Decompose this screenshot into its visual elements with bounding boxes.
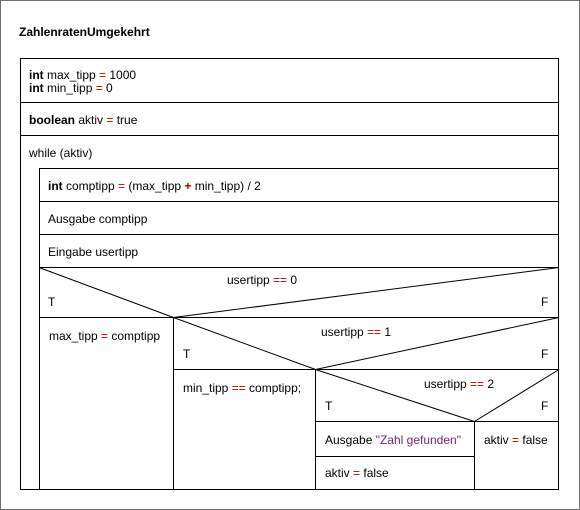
if2-true-assign: min_tipp == comptipp;: [183, 381, 301, 395]
if3-true-label: T: [325, 399, 333, 413]
if2-diag-right: [315, 317, 560, 370]
if1-true-assign: max_tipp = comptipp: [49, 329, 160, 343]
decl-aktiv: boolean aktiv = true: [29, 113, 138, 127]
if1-diag-left: [38, 267, 174, 318]
if3-false-assign: aktiv = false: [484, 433, 548, 447]
loop-body-box: [39, 168, 559, 490]
if3-diag-right: [474, 369, 560, 422]
decl-max-tipp: int max_tipp = 1000: [29, 68, 136, 82]
if3-true-output: Ausgabe "Zahl gefunden": [325, 433, 461, 447]
if3-condition: usertipp == 2: [424, 377, 494, 391]
if3-false-label: F: [541, 399, 548, 413]
if2-false-label: F: [541, 347, 548, 361]
while-loop-header: while (aktiv): [28, 146, 92, 160]
if2-condition: usertipp == 1: [321, 325, 391, 339]
if1-diag-right: [173, 267, 560, 318]
if2-true-label: T: [183, 347, 191, 361]
if3-true-assign: aktiv = false: [325, 466, 389, 480]
if1-false-label: F: [541, 295, 548, 309]
if1-true-label: T: [48, 295, 56, 309]
stmt-calc-comptipp: int comptipp = (max_tipp + min_tipp) / 2: [48, 179, 261, 193]
if3-diag-left: [315, 369, 475, 422]
if1-condition: usertipp == 0: [227, 273, 297, 287]
block-declarations-int: int max_tipp = 1000 int min_tipp = 0: [29, 68, 136, 95]
stmt-input-usertipp: Eingabe usertipp: [48, 245, 138, 259]
if2-diag-left: [173, 317, 316, 370]
stmt-output-comptipp: Ausgabe comptipp: [48, 212, 148, 226]
if-usertipp-1: usertipp == 1 T F min_tipp == comptipp;: [173, 317, 560, 489]
if-usertipp-2: usertipp == 2 T F Ausgabe "Zahl gefunden…: [315, 369, 560, 489]
diagram-title: ZahlenratenUmgekehrt: [19, 25, 150, 39]
decl-min-tipp: int min_tipp = 0: [29, 81, 113, 95]
if-usertipp-0: usertipp == 0 T F max_tipp = comptipp: [38, 267, 560, 489]
